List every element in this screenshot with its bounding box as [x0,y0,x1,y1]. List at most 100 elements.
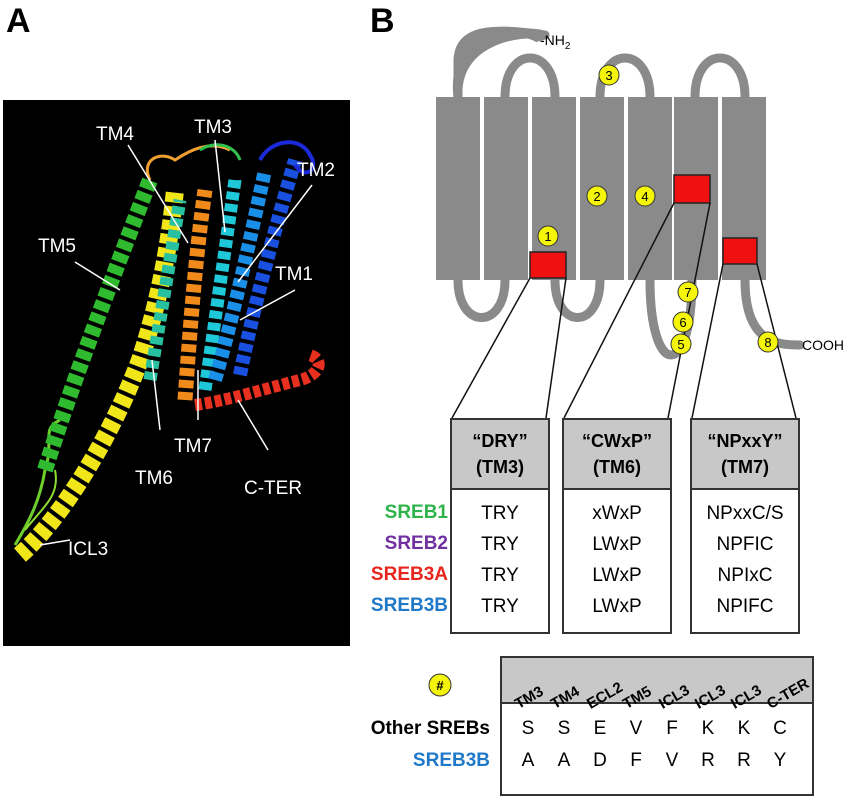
structure-labels: TM4 TM3 TM2 TM5 TM1 TM7 TM6 C-TER ICL3 [38,117,335,560]
site-column-header: TM5 [620,683,655,713]
site-6-icon: 6 [672,311,694,333]
site-8-icon: 8 [757,331,779,353]
structure-pointer-lines [39,139,313,546]
svg-text:#: # [436,678,444,693]
protein-ribbon-model [13,140,325,562]
n-terminus-tail [452,27,541,98]
site-table-cell: R [737,750,751,771]
svg-text:3: 3 [605,68,612,83]
tm3-label: TM3 [194,117,232,138]
site-table-cell: Y [773,750,787,771]
site-table-cell: C [773,718,787,739]
site-table-cell: K [701,718,715,739]
tm6-label: TM6 [135,468,173,489]
svg-text:5: 5 [677,337,684,352]
motif-value: NPxxC/S [706,503,784,524]
motif-value: NPIFC [716,596,774,617]
motif-value: xWxP [592,503,642,524]
svg-text:1: 1 [544,229,551,244]
site-column-header: ICL3 [656,681,693,713]
site-column-header: C-TER [764,675,813,713]
motif-helix: (TM3) [476,457,524,477]
panel-b-label: B [370,2,395,40]
motif-value: TRY [481,565,519,586]
site-table-cell: V [629,718,643,739]
cter-label: C-TER [244,478,302,499]
receptor-label-sreb1: SREB1 [384,502,448,523]
dry-motif-marker [529,251,567,279]
row-label-other-srebs: Other SREBs [370,718,490,739]
motif-value: TRY [481,503,519,524]
site-table-cell: S [557,718,571,739]
motif-value: TRY [481,534,519,555]
site-markers: 1 2 3 4 5 6 7 8 # [428,64,779,697]
icl3-label: ICL3 [68,539,108,560]
site-table-cell: A [557,750,571,771]
svg-text:8: 8 [764,335,771,350]
site-2-icon: 2 [586,185,608,207]
motif-value: NPIxC [717,565,773,586]
site-table-cell: F [666,718,678,739]
motif-box-cwxp: “CWxP” (TM6) xWxP LWxP LWxP LWxP [562,418,672,634]
motif-value: LWxP [592,565,642,586]
motif-name: “CWxP” [581,431,652,451]
tm7-label: TM7 [174,436,212,457]
motif-value: LWxP [592,534,642,555]
site-table-cell: V [665,750,679,771]
site-column-header: ICL3 [692,681,729,713]
site-column-header: ICL3 [728,681,765,713]
site-table-cell: S [521,718,535,739]
site-4-icon: 4 [634,185,656,207]
motif-helix: (TM7) [721,457,769,477]
npxxy-motif-marker [722,237,758,265]
receptor-label-sreb2: SREB2 [384,533,448,554]
svg-text:6: 6 [679,315,686,330]
site-table-cell: A [521,750,535,771]
motif-box-npxxy: “NPxxY” (TM7) NPxxC/S NPFIC NPIxC NPIFC [690,418,800,634]
receptor-label-sreb3a: SREB3A [370,564,448,585]
helix-tm1 [436,97,480,280]
site-3-icon: 3 [598,64,620,86]
tm1-label: TM1 [275,264,313,285]
helix-tm2 [484,97,528,280]
motif-value: LWxP [592,596,642,617]
topology-diagram: -NH2 COOH [436,26,844,419]
c-terminus-label: COOH [802,337,844,353]
motif-name: “DRY” [472,431,528,451]
site-table-cell: D [593,750,607,771]
helix-tm3 [532,97,576,280]
motif-name: “NPxxY” [707,431,783,451]
motif-header: “DRY” (TM3) [452,420,548,490]
tm2-label: TM2 [297,160,335,181]
site-table-cell: R [701,750,715,771]
receptor-label-sreb3b: SREB3B [370,595,448,616]
cwxp-motif-marker [673,174,711,204]
site-column-header: TM3 [512,683,547,713]
n-terminus-label: -NH2 [540,32,571,52]
site-1-icon: 1 [537,225,559,247]
svg-text:7: 7 [684,285,691,300]
structure-background [3,100,350,646]
site-column-header: ECL2 [584,678,626,713]
tm4-label: TM4 [96,124,134,145]
motif-value: NPFIC [716,534,774,555]
motif-value: TRY [481,596,519,617]
row-label-sreb3b: SREB3B [412,750,490,771]
site-table-cell: K [737,718,751,739]
site-5-icon: 5 [670,333,692,355]
site-table-cell: F [630,750,642,771]
site-hash-icon: # [428,673,452,697]
panel-a-label: A [6,2,31,40]
tm5-label: TM5 [38,236,76,257]
motif-box-dry: “DRY” (TM3) TRY TRY TRY TRY [450,418,550,634]
site-column-header: TM4 [548,683,583,713]
svg-text:2: 2 [593,189,600,204]
site-table-cell: E [593,718,607,739]
motif-header: “NPxxY” (TM7) [692,420,798,490]
svg-text:4: 4 [641,189,648,204]
motif-header: “CWxP” (TM6) [564,420,670,490]
motif-helix: (TM6) [593,457,641,477]
